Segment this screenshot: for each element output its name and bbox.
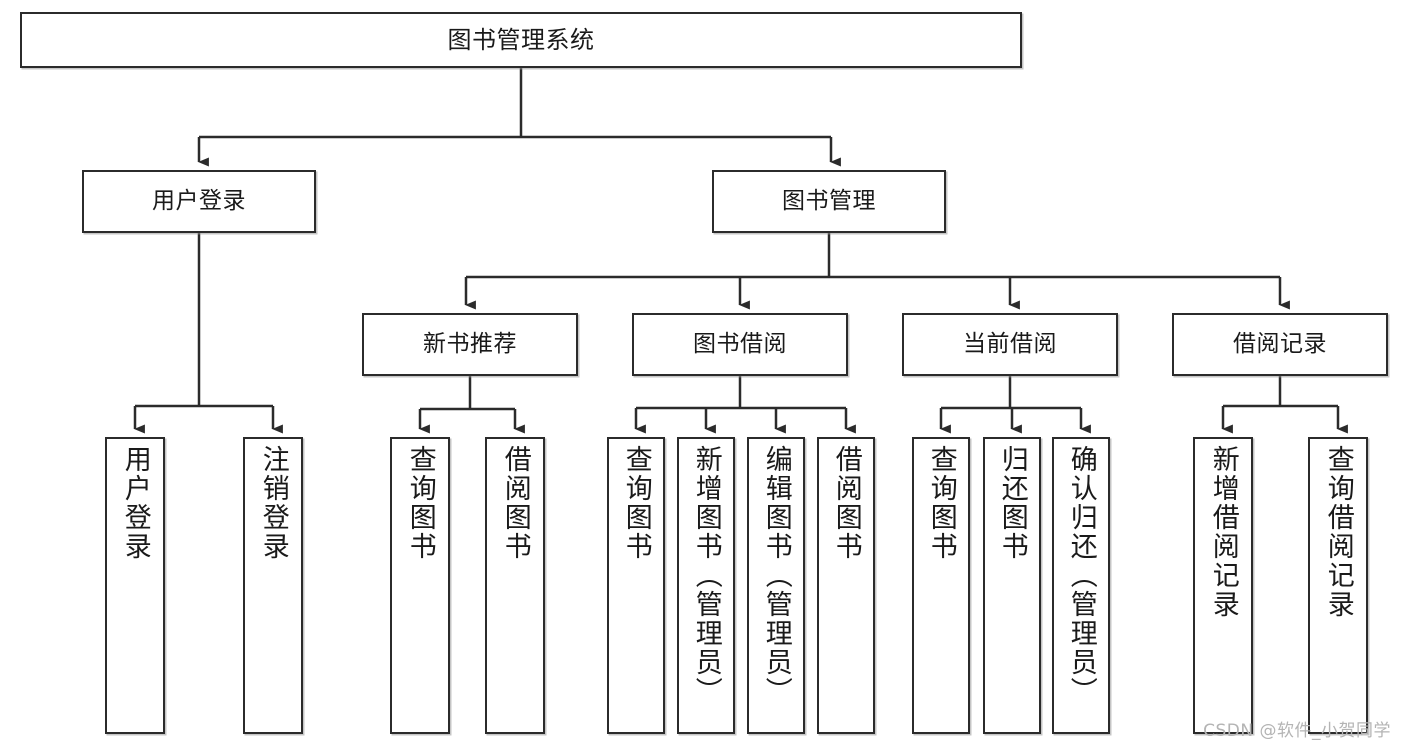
node-label: 借阅图书 <box>499 445 531 561</box>
node-label: 借阅记录 <box>1233 331 1327 357</box>
node-label: 编辑图书（管理员） <box>760 445 792 706</box>
node-label: 用户登录 <box>119 445 151 561</box>
node-book-borrow[interactable]: 图书借阅 <box>632 313 848 376</box>
node-label: 查询图书 <box>925 445 957 561</box>
leaf-query-book-2[interactable]: 查询图书 <box>607 437 665 734</box>
node-label: 新书推荐 <box>423 331 517 357</box>
node-label: 图书借阅 <box>693 331 787 357</box>
leaf-add-book-admin[interactable]: 新增图书（管理员） <box>677 437 735 734</box>
node-label: 新增图书（管理员） <box>690 445 722 706</box>
leaf-borrow-book-2[interactable]: 借阅图书 <box>817 437 875 734</box>
node-label: 查询借阅记录 <box>1322 445 1354 619</box>
node-user-login[interactable]: 用户登录 <box>82 170 316 233</box>
node-label: 图书管理 <box>782 188 876 214</box>
leaf-query-book-3[interactable]: 查询图书 <box>912 437 970 734</box>
leaf-return-book[interactable]: 归还图书 <box>983 437 1041 734</box>
leaf-query-book-1[interactable]: 查询图书 <box>390 437 450 734</box>
node-label: 当前借阅 <box>963 331 1057 357</box>
leaf-edit-book-admin[interactable]: 编辑图书（管理员） <box>747 437 805 734</box>
node-borrow-record[interactable]: 借阅记录 <box>1172 313 1388 376</box>
node-label: 查询图书 <box>404 445 436 561</box>
node-label: 新增借阅记录 <box>1207 445 1239 619</box>
leaf-user-login[interactable]: 用户登录 <box>105 437 165 734</box>
node-new-book-recommend[interactable]: 新书推荐 <box>362 313 578 376</box>
node-label: 归还图书 <box>996 445 1028 561</box>
node-label: 确认归还（管理员） <box>1065 445 1097 706</box>
node-label: 注销登录 <box>257 445 289 561</box>
node-root-system[interactable]: 图书管理系统 <box>20 12 1022 68</box>
node-current-borrow[interactable]: 当前借阅 <box>902 313 1118 376</box>
node-book-manage[interactable]: 图书管理 <box>712 170 946 233</box>
leaf-user-logout[interactable]: 注销登录 <box>243 437 303 734</box>
node-label: 用户登录 <box>152 188 246 214</box>
leaf-query-borrow-record[interactable]: 查询借阅记录 <box>1308 437 1368 734</box>
node-label: 借阅图书 <box>830 445 862 561</box>
leaf-borrow-book-1[interactable]: 借阅图书 <box>485 437 545 734</box>
node-label: 图书管理系统 <box>447 26 595 54</box>
leaf-add-borrow-record[interactable]: 新增借阅记录 <box>1193 437 1253 734</box>
node-label: 查询图书 <box>620 445 652 561</box>
leaf-confirm-return[interactable]: 确认归还（管理员） <box>1052 437 1110 734</box>
